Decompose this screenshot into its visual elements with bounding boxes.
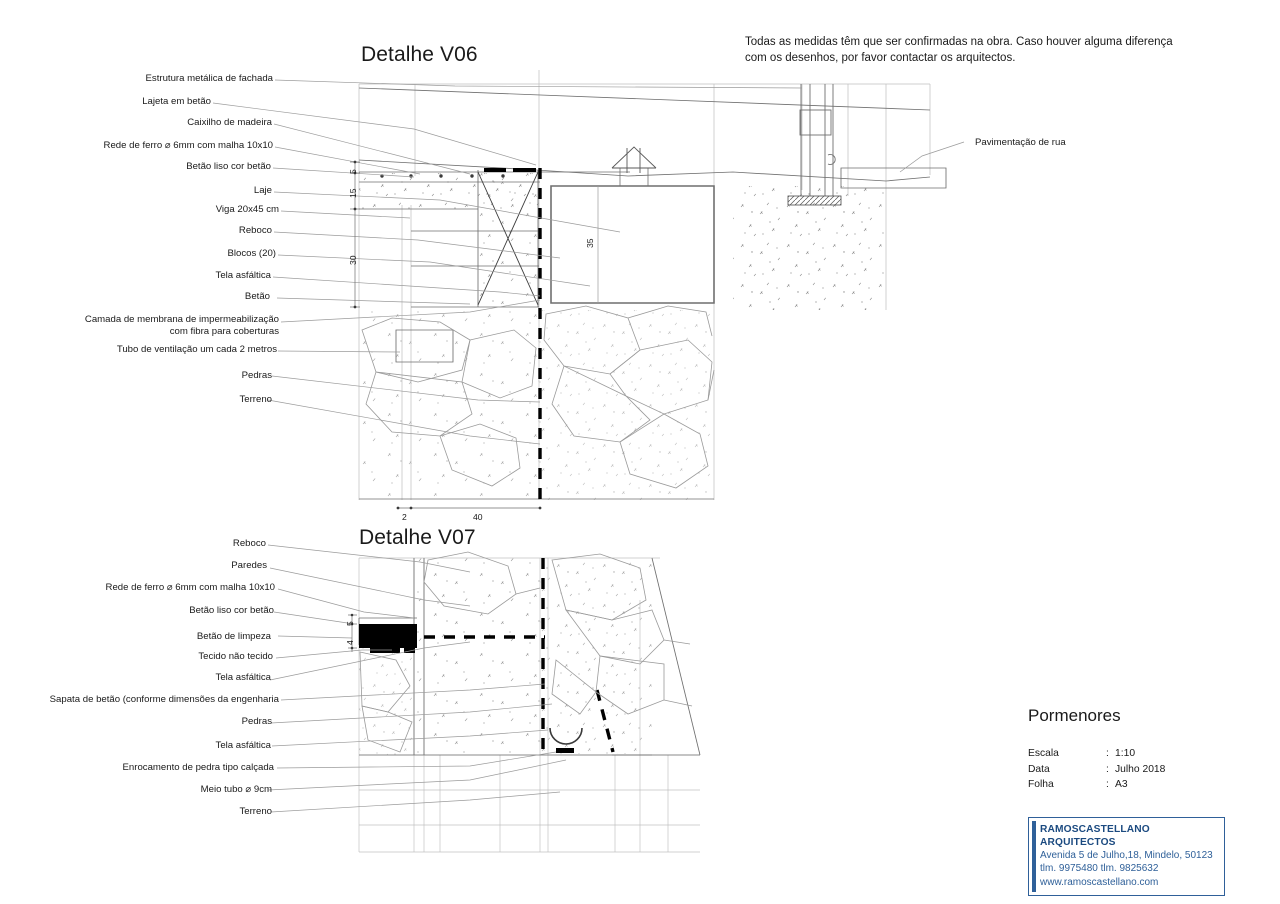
detail-v06-title: Detalhe V06	[361, 43, 478, 66]
v06-dim-15: 15	[348, 188, 358, 198]
v06-label-estrutura-metalica: Estrutura metálica de fachada	[145, 73, 273, 84]
v06-label-caixilho-madeira: Caixilho de madeira	[187, 117, 272, 128]
folha-sep: :	[1106, 779, 1109, 790]
escala-key: Escala	[1028, 748, 1059, 759]
v06-dim-30: 30	[348, 255, 358, 265]
v06-label-viga: Viga 20x45 cm	[215, 204, 279, 215]
escala-value: 1:10	[1115, 748, 1136, 759]
v07-label-reboco: Reboco	[232, 538, 266, 549]
architect-phones: tlm. 9975480 tlm. 9825632	[1040, 863, 1159, 874]
v06-label-pedras: Pedras	[241, 370, 272, 381]
escala-sep: :	[1106, 748, 1109, 759]
title-block: Pormenores Escala : 1:10 Data : Julho 20…	[1028, 706, 1225, 896]
title-block-row-escala: Escala : 1:10	[1028, 746, 1225, 762]
v06-label-lajeta-betao: Lajeta em betão	[142, 96, 211, 107]
v07-label-betao-limpeza: Betão de limpeza	[196, 631, 271, 642]
v06-label-terreno: Terreno	[239, 394, 272, 405]
v06-dim-5: 5	[348, 169, 358, 174]
general-note: Todas as medidas têm que ser confirmadas…	[745, 36, 1173, 64]
v07-label-meio-tubo: Meio tubo ⌀ 9cm	[200, 784, 272, 795]
v06-dim-35: 35	[585, 238, 595, 248]
title-block-row-data: Data : Julho 2018	[1028, 762, 1225, 778]
v07-label-enrocamento: Enrocamento de pedra tipo calçada	[122, 762, 274, 773]
v06-dim-40: 40	[473, 512, 483, 522]
folha-key: Folha	[1028, 779, 1054, 790]
v07-label-pedras: Pedras	[241, 716, 272, 727]
v06-label-reboco: Reboco	[238, 225, 272, 236]
architect-website: www.ramoscastellano.com	[1040, 876, 1159, 888]
v07-label-rede-ferro: Rede de ferro ⌀ 6mm com malha 10x10	[105, 582, 275, 593]
v06-label-pavimentacao-rua: Pavimentação de rua	[975, 137, 1066, 148]
v06-label-laje: Laje	[253, 185, 272, 196]
v06-label-tubo-ventilacao: Tubo de ventilação um cada 2 metros	[116, 344, 277, 355]
title-block-rows: Escala : 1:10 Data : Julho 2018 Folha : …	[1028, 746, 1225, 793]
v06-label-camada-membrana: Camada de membrana de impermeabilização …	[84, 314, 279, 337]
v07-label-tecido-nao-tecido: Tecido não tecido	[198, 651, 273, 662]
v06-label-tela-asfaltica: Tela asfáltica	[215, 270, 271, 281]
v06-label-rede-ferro: Rede de ferro ⌀ 6mm com malha 10x10	[103, 140, 273, 151]
v06-label-betao-liso: Betão liso cor betão	[186, 161, 271, 172]
v07-label-betao-liso: Betão liso cor betão	[189, 605, 274, 616]
data-value: Julho 2018	[1115, 763, 1166, 775]
folha-value: A3	[1115, 779, 1128, 790]
v07-label-sapata-betao: Sapata de betão (conforme dimensões da e…	[49, 694, 279, 705]
v07-dim-4: 4	[345, 640, 355, 645]
title-block-row-folha: Folha : A3	[1028, 777, 1225, 793]
architect-name: RAMOSCASTELLANO ARQUITECTOS	[1040, 823, 1150, 848]
v07-label-paredes: Paredes	[231, 560, 267, 571]
v06-label-betao: Betão	[244, 291, 270, 302]
title-block-heading: Pormenores	[1028, 706, 1121, 725]
data-sep: :	[1106, 763, 1109, 775]
data-key: Data	[1028, 763, 1050, 775]
architect-logo-block: RAMOSCASTELLANO ARQUITECTOS Avenida 5 de…	[1028, 816, 1225, 896]
v07-label-tela-asfaltica-1: Tela asfáltica	[215, 672, 271, 683]
v06-dim-2: 2	[402, 512, 407, 522]
v07-label-tela-asfaltica-2: Tela asfáltica	[215, 740, 271, 751]
v07-label-terreno: Terreno	[239, 806, 272, 817]
detail-v07-title: Detalhe V07	[359, 526, 476, 549]
v07-dim-5: 5	[345, 621, 355, 626]
architect-address: Avenida 5 de Julho,18, Mindelo, 50123	[1040, 849, 1213, 861]
v06-label-blocos: Blocos (20)	[227, 248, 276, 259]
